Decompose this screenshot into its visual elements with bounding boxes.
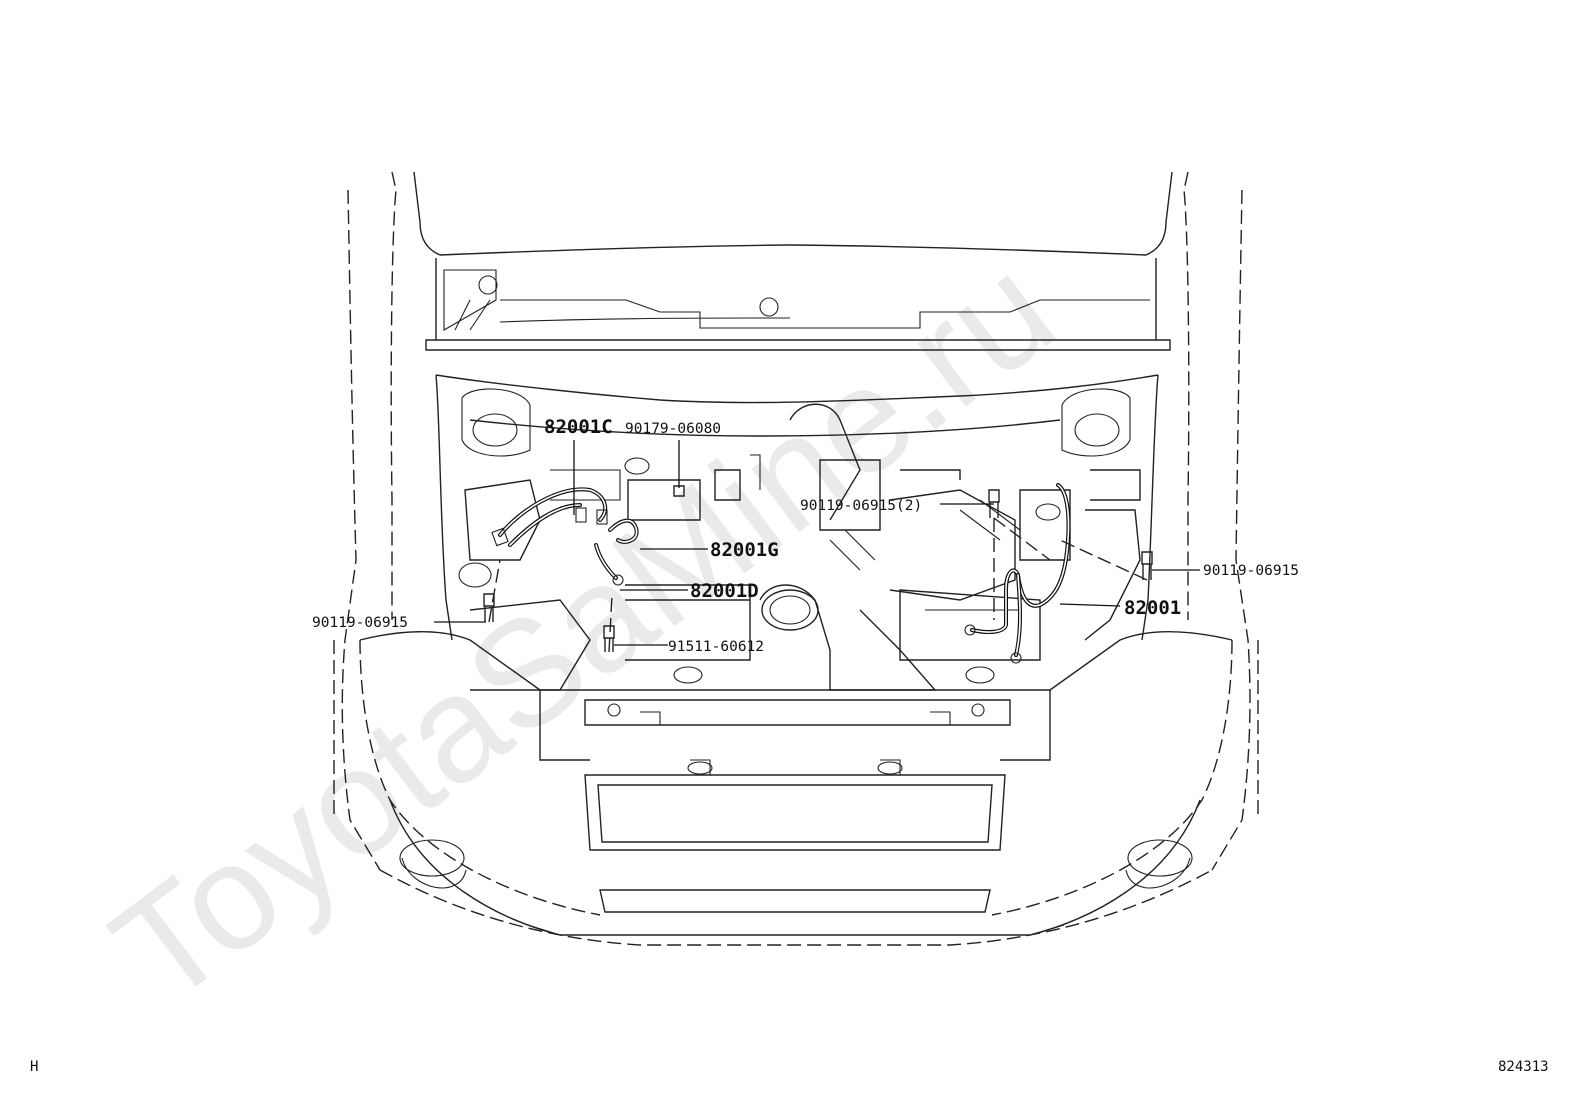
bolt-icon — [483, 593, 495, 622]
label-90179-06080: 90179-06080 — [625, 421, 721, 437]
label-82001: 82001 — [1124, 597, 1181, 619]
label-91511-60612: 91511-60612 — [668, 639, 764, 655]
bolt-icon — [988, 489, 1000, 518]
label-90119-06915-right: 90119-06915 — [1203, 563, 1299, 579]
car-body-outline — [333, 171, 1259, 946]
callout-labels: 82001C 90179-06080 82001G 82001D 91511-6… — [312, 416, 1299, 655]
leader-lines — [434, 440, 1200, 646]
assembly-lines — [488, 517, 1148, 653]
corner-left-text: H — [30, 1059, 38, 1075]
label-82001D: 82001D — [690, 580, 759, 602]
label-82001C: 82001C — [544, 416, 613, 438]
label-90119-06915-x2: 90119-06915(2) — [800, 498, 922, 514]
label-82001G: 82001G — [710, 539, 779, 561]
engine-components — [458, 403, 1141, 691]
harness-82001 — [964, 483, 1071, 664]
harness-82001C — [491, 487, 608, 547]
bolt-icon — [1141, 551, 1153, 580]
harness-82001G — [608, 518, 639, 544]
label-90119-06915-left: 90119-06915 — [312, 615, 408, 631]
illustration-number: 824313 — [1498, 1059, 1549, 1075]
harness-82001D — [594, 543, 624, 586]
bolt-icon — [673, 485, 685, 497]
